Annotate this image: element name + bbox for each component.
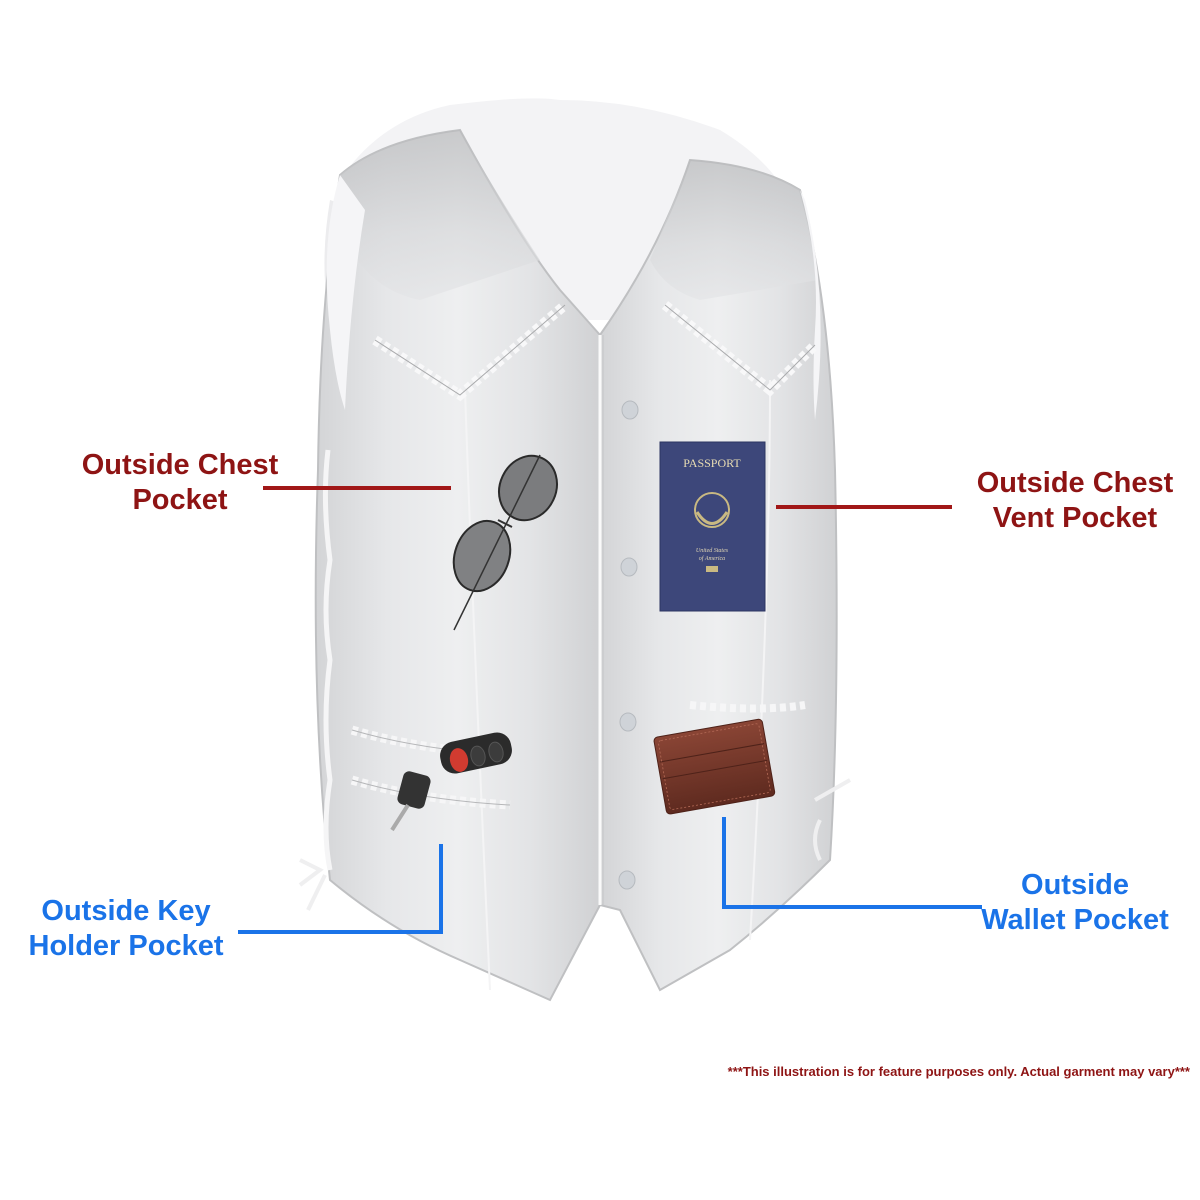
car-key-fob	[390, 732, 512, 832]
bifold-wallet	[653, 718, 776, 815]
vest-snaps	[618, 400, 639, 890]
callout-wallet-line2: Wallet Pocket	[981, 903, 1169, 936]
callout-outside-chest-pocket: Outside Chest Pocket	[40, 448, 320, 518]
vent-pocket-leader-line	[776, 505, 952, 509]
callout-chest-line2: Pocket	[132, 483, 228, 516]
callout-outside-chest-vent-pocket: Outside Chest Vent Pocket	[940, 466, 1200, 536]
callout-outside-wallet-pocket: Outside Wallet Pocket	[960, 868, 1190, 938]
callout-chest-line1: Outside Chest	[81, 449, 279, 481]
callout-wallet-line1: Outside	[1021, 869, 1129, 901]
passport-country-line1: United States	[696, 548, 729, 554]
passport: PASSPORT United States of America	[659, 441, 766, 612]
callout-vent-line1: Outside Chest	[976, 467, 1174, 499]
key-pocket-leader-line-vertical	[439, 844, 443, 934]
callout-key-line2: Holder Pocket	[28, 929, 224, 962]
callout-outside-key-holder-pocket: Outside Key Holder Pocket	[10, 894, 242, 964]
wallet-pocket-leader-line-horizontal	[722, 905, 982, 909]
passport-country-line2: of America	[699, 555, 725, 562]
passport-title: PASSPORT	[683, 456, 741, 470]
chest-pocket-leader-line	[263, 486, 451, 490]
aviator-sunglasses	[452, 454, 558, 631]
disclaimer-text: ***This illustration is for feature purp…	[727, 1064, 1190, 1079]
wallet-pocket-leader-line-vertical	[722, 817, 726, 909]
callout-key-line1: Outside Key	[41, 895, 211, 927]
callout-vent-line2: Vent Pocket	[992, 501, 1158, 534]
key-pocket-leader-line-horizontal	[238, 930, 443, 934]
